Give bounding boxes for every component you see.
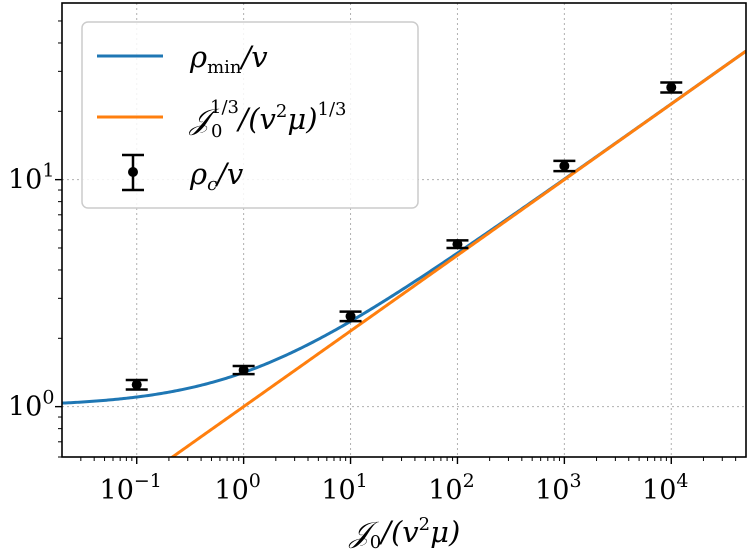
legend-box — [81, 21, 419, 209]
ticks — [55, 20, 737, 464]
data-point — [559, 160, 570, 171]
x-tick-label: 10−1 — [100, 470, 162, 506]
data-point — [666, 82, 677, 93]
data-point — [238, 365, 249, 376]
x-tick-label: 101 — [321, 470, 367, 506]
data-point — [345, 311, 356, 322]
y-tick-label: 100 — [8, 387, 54, 423]
legend-swatch-point — [128, 167, 138, 177]
legend-label-rho-min: ρmin/v — [189, 40, 268, 78]
x-tick-label: 100 — [214, 470, 260, 506]
series-line-power-law — [169, 49, 746, 457]
series-layer — [62, 49, 746, 457]
x-tick-label: 103 — [535, 470, 581, 506]
tick-labels: 10−1 100 101 102 103 104 100 101 — [8, 160, 689, 506]
data-point — [452, 239, 463, 250]
legend-label-rho-c: ρc/v — [189, 157, 244, 195]
x-tick-label: 104 — [642, 470, 688, 506]
y-tick-label: 101 — [8, 160, 54, 196]
x-axis-label: 𝒥0/(v2μ) — [348, 514, 461, 553]
x-tick-label: 102 — [428, 470, 474, 506]
data-point — [131, 379, 142, 390]
